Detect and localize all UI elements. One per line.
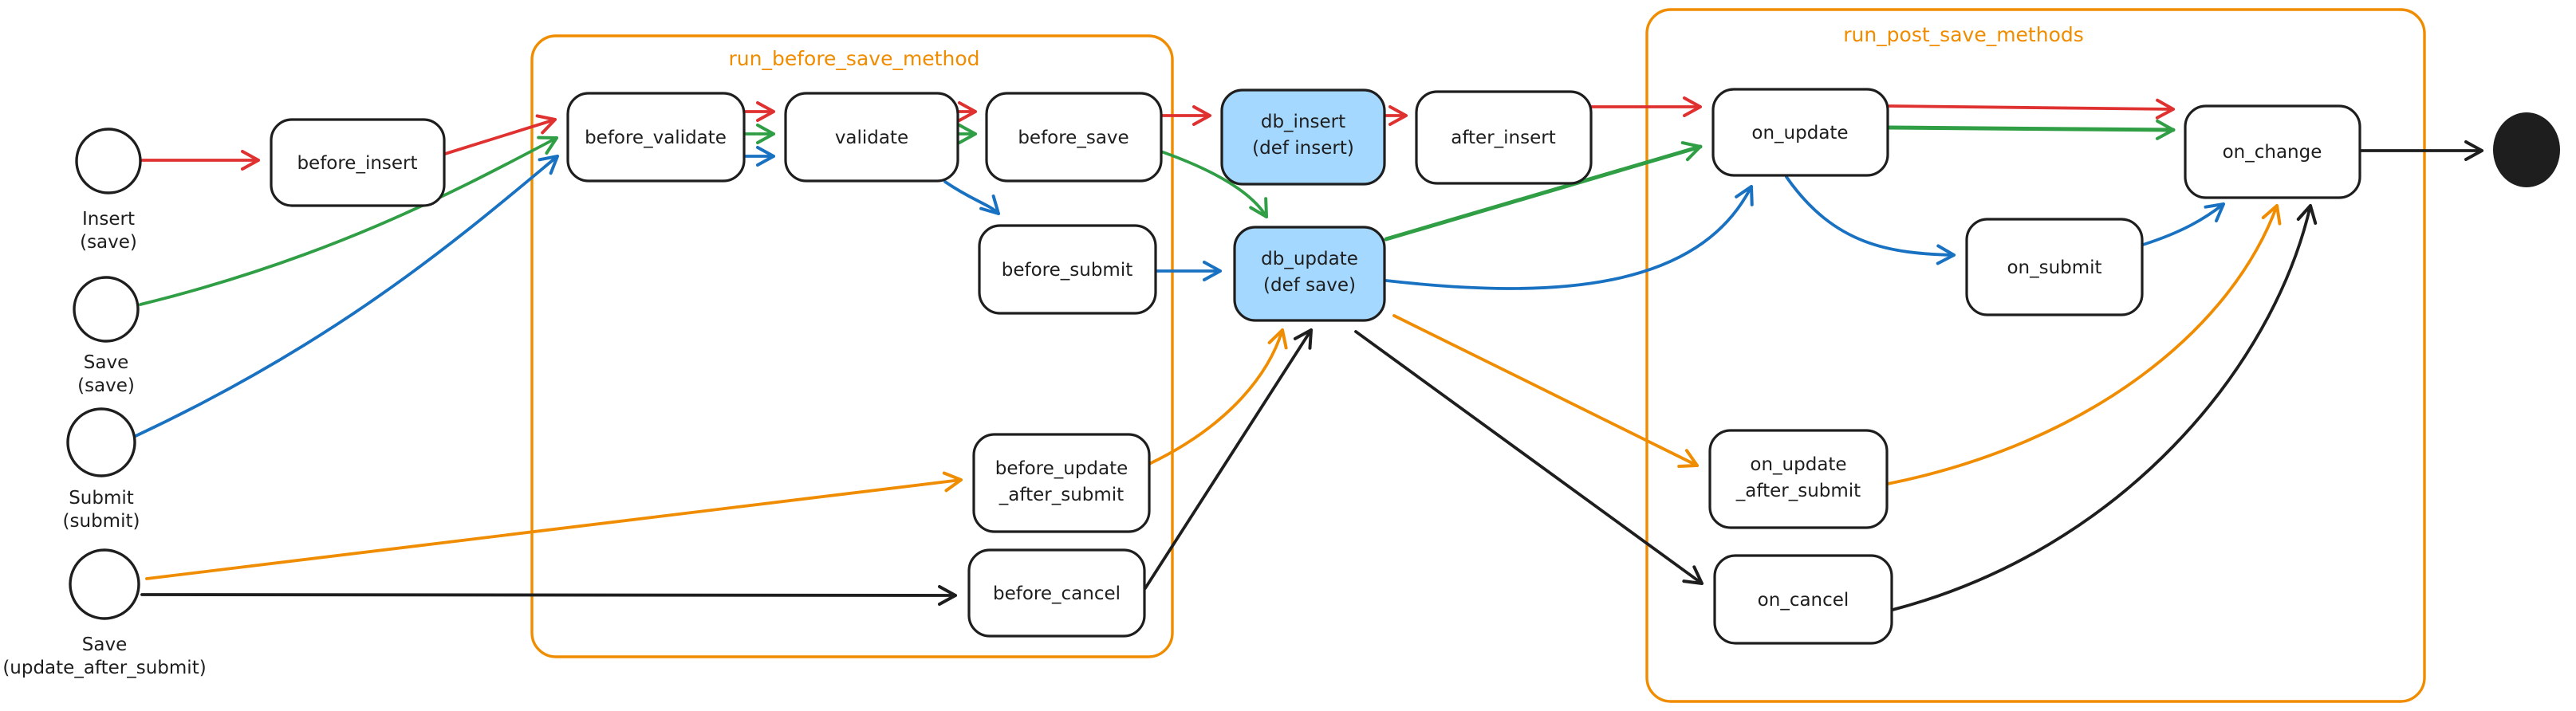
start-state-update-after-submit [69,548,140,620]
edge-before-save-to-db-update [1155,148,1268,218]
edge-on-update-after-submit-to-on-change [1886,204,2282,485]
node-after-insert-label: after_insert [1451,128,1556,148]
node-before-cancel [967,548,1146,638]
start-state-update-after-submit-label-line1: Save [82,634,127,655]
edge-before-update-after-submit-to-db-update [1148,328,1288,465]
start-state-save [73,276,140,343]
node-before-cancel-label: before_cancel [993,583,1121,604]
start-state-submit-label-line1: Submit [69,488,134,509]
edge-start-update-after-submit-to-before-update-after-submit [145,471,963,580]
edge-on-submit-to-on-change [2141,202,2225,246]
edge-on-update-to-on-change-green [1887,119,2176,140]
node-after-insert [1415,90,1593,185]
node-on-submit-label: on_submit [2007,257,2101,278]
node-db-update [1233,226,1386,322]
node-on-change-label: on_change [2223,142,2322,163]
node-before-save [985,92,1163,183]
edge-validate-to-before-submit [943,180,1000,215]
node-on-update-after-submit-label-line1: on_update [1750,454,1846,475]
start-state-save-label-line2: (save) [77,375,135,396]
node-before-validate [566,92,746,183]
edge-on-update-to-on-submit [1785,175,1956,265]
node-on-update-after-submit-label-line2: _after_submit [1735,481,1861,501]
node-on-cancel [1713,554,1893,645]
node-on-update-label: on_update [1751,123,1848,143]
end-state-dot [2493,112,2560,187]
node-before-validate-label: before_validate [585,128,727,148]
node-on-change [2184,104,2361,199]
node-on-update [1711,88,1889,177]
start-state-insert [75,128,142,194]
node-db-update-label-line2: (def save) [1263,275,1356,296]
node-before-insert-label: before_insert [297,153,417,174]
edge-on-cancel-to-on-change [1891,204,2318,611]
node-validate-label: validate [835,128,908,148]
node-on-cancel-label: on_cancel [1758,590,1849,611]
node-db-update-label-line1: db_update [1261,249,1358,269]
start-state-save-label-line1: Save [84,352,128,373]
start-state-submit-label-line2: (submit) [63,511,140,532]
node-validate [784,92,959,183]
start-state-insert-label-line1: Insert [82,209,135,230]
container-title-run-post-save-methods: run_post_save_methods [1843,23,2084,46]
edge-db-update-to-on-update-green [1384,141,1703,242]
node-db-insert [1220,88,1386,186]
start-state-insert-label-line2: (save) [80,232,137,253]
edge-before-cancel-to-db-update [1144,328,1313,590]
node-before-update-after-submit-label-line2: _after_submit [998,485,1124,505]
node-on-update-after-submit [1708,429,1889,529]
edge-db-update-to-on-update-blue [1385,185,1754,290]
start-state-submit [66,407,136,477]
container-run-before-save-method [530,34,1174,658]
node-db-insert-label-line1: db_insert [1261,112,1345,132]
start-state-update-after-submit-label-line2: (update_after_submit) [2,658,206,678]
node-before-submit [978,224,1157,315]
node-before-insert [270,118,446,207]
node-before-update-after-submit-label-line1: before_update [995,458,1128,479]
container-title-run-before-save-method: run_before_save_method [729,47,980,70]
node-on-submit [1965,218,2144,316]
container-run-post-save-methods [1645,8,2426,703]
edge-start-save-to-before-validate [139,136,558,306]
edge-before-insert-to-before-validate [443,114,557,155]
edge-start-submit-to-before-validate [134,155,559,438]
node-db-insert-label-line2: (def insert) [1252,138,1354,159]
node-before-submit-label: before_submit [1002,260,1133,281]
node-before-update-after-submit [972,433,1151,533]
edge-db-update-to-on-cancel [1354,330,1704,585]
node-before-save-label: before_save [1018,128,1128,148]
edge-on-update-to-on-change-red [1888,98,2175,120]
edge-db-update-to-on-update-after-submit [1392,314,1699,468]
